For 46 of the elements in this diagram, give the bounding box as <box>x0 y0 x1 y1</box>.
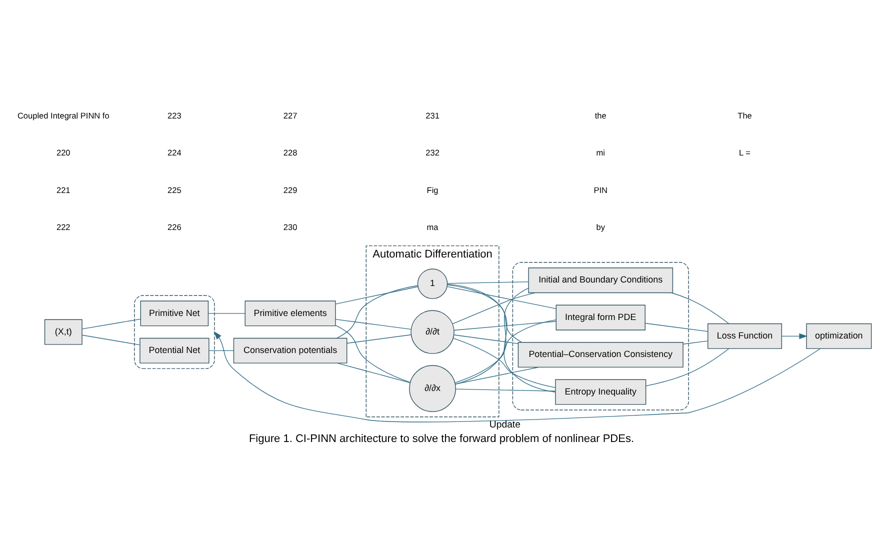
node-box: Initial and Boundary Conditions <box>528 268 674 294</box>
node-circle: 1 <box>417 268 448 299</box>
connector <box>208 313 246 314</box>
connector <box>335 324 411 383</box>
connector <box>208 350 234 351</box>
node-box: Potential Net <box>140 338 210 364</box>
arrow <box>782 333 808 340</box>
connector <box>446 284 522 343</box>
connector <box>335 318 412 330</box>
edge-label: Update <box>489 420 520 431</box>
connector <box>454 334 518 344</box>
connector <box>644 322 708 332</box>
connector <box>671 292 730 324</box>
node-box: Potential–Conservation Consistency <box>518 342 684 368</box>
connector <box>455 388 556 392</box>
node-box: Entropy Inequality <box>555 379 646 405</box>
cluster <box>134 295 215 369</box>
connector <box>454 319 556 384</box>
connector <box>446 284 556 392</box>
arrow <box>214 331 821 422</box>
cluster <box>512 262 689 410</box>
node-circle: ∂/∂x <box>409 365 456 412</box>
connector <box>82 334 140 346</box>
connector <box>346 334 412 344</box>
node-box: optimization <box>806 323 872 349</box>
connector <box>645 348 730 386</box>
connector <box>336 362 411 384</box>
node-box: Primitive Net <box>140 300 209 326</box>
connector <box>82 318 141 330</box>
node-box: (X,t) <box>44 319 82 345</box>
node-box: Integral form PDE <box>556 304 646 330</box>
node-box: Conservation potentials <box>233 338 348 364</box>
connector <box>682 340 708 344</box>
connector <box>452 292 536 324</box>
connector <box>447 281 529 284</box>
connector <box>454 288 529 385</box>
connector <box>452 338 556 388</box>
caption: Figure 1. CI-PINN architecture to solve the forward problem of nonlinear PDEs. <box>248 432 634 445</box>
connector <box>335 286 418 304</box>
node-circle: ∂/∂t <box>410 310 454 354</box>
connector <box>336 285 418 339</box>
node-box: Loss Function <box>708 323 782 349</box>
connector <box>446 286 556 309</box>
node-box: Primitive elements <box>244 300 336 326</box>
connector <box>454 366 539 384</box>
connector <box>454 321 556 331</box>
